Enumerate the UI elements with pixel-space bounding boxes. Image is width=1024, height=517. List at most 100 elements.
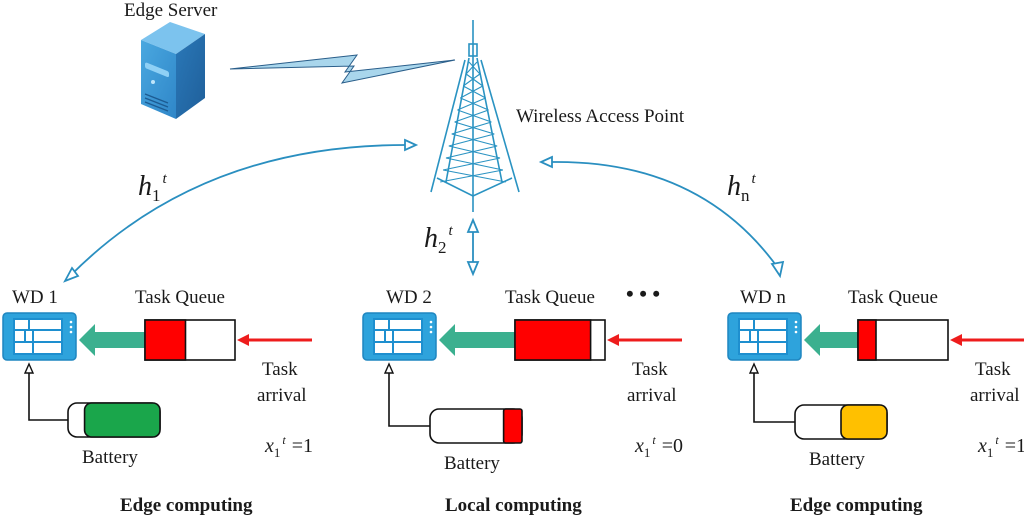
battery-icon — [794, 404, 888, 440]
offload-arrow-icon — [804, 324, 858, 356]
task-queue-fill — [144, 319, 187, 361]
battery-icon — [67, 402, 161, 438]
tablet-dot — [429, 325, 433, 329]
tablet-device-icon — [2, 312, 77, 361]
channel-label-n: hnt — [727, 171, 757, 205]
arrowhead-icon — [538, 155, 553, 169]
arrowhead-icon — [237, 334, 249, 346]
battery-level — [83, 402, 161, 438]
task-arrival-label: Task — [262, 359, 298, 380]
tablet-tile — [751, 331, 757, 341]
battery-level — [840, 404, 888, 440]
arrowhead-icon — [607, 334, 619, 346]
arrowhead-icon — [383, 362, 395, 374]
more-devices-ellipsis: • • • — [626, 281, 660, 306]
offload-decision: x1t=1 — [264, 433, 313, 460]
tablet-tile — [740, 343, 757, 353]
arrowhead-icon — [466, 261, 480, 277]
tablet-tile — [755, 320, 786, 329]
tower-brace — [460, 85, 484, 99]
tower-brace — [465, 61, 478, 75]
battery-icon — [429, 408, 523, 444]
task-queue-fill — [857, 319, 877, 361]
device-name: WD 2 — [386, 287, 432, 308]
tablet-dot — [69, 325, 73, 329]
server-icon — [141, 22, 205, 119]
tower-brace — [448, 133, 495, 147]
task-queue — [857, 319, 949, 361]
battery-connector — [388, 372, 430, 427]
tablet-tile — [740, 331, 749, 341]
tablet-dot — [794, 325, 798, 329]
offload-arrow-icon — [439, 324, 515, 356]
tablet-dot — [69, 330, 73, 334]
tower-brace — [457, 109, 492, 123]
channel-link-1 — [69, 144, 406, 277]
arrowhead-icon — [748, 362, 760, 374]
tablet-dot — [794, 320, 798, 324]
tablet-tile — [26, 331, 32, 341]
tower-brace — [440, 169, 504, 183]
tower-brace — [465, 73, 484, 87]
task-arrival-label: arrival — [970, 385, 1020, 406]
access-point-label: Wireless Access Point — [516, 106, 685, 127]
tablet-tile — [34, 343, 61, 353]
wireless-backhaul-bolt — [229, 54, 456, 84]
device-name: WD 1 — [12, 287, 58, 308]
tablet-dot — [429, 320, 433, 324]
tablet-tile — [15, 343, 32, 353]
task-queue-label: Task Queue — [848, 287, 938, 308]
tablet-device-icon — [727, 312, 802, 361]
tower-brace — [454, 109, 489, 123]
task-arrival-label: Task — [632, 359, 668, 380]
tablet-tile — [386, 331, 392, 341]
tablet-tile — [394, 343, 421, 353]
tablet-dot — [429, 330, 433, 334]
task-arrival-label: Task — [975, 359, 1011, 380]
tower-brace — [462, 73, 481, 87]
tablet-tile — [34, 331, 61, 341]
arrowhead-icon — [63, 266, 80, 283]
arrowhead-icon — [404, 138, 419, 152]
tablet-tile — [375, 343, 392, 353]
task-queue — [514, 319, 606, 361]
tower-brace — [457, 97, 486, 111]
task-queue-label: Task Queue — [135, 287, 225, 308]
task-queue-fill — [514, 319, 592, 361]
battery-connector — [28, 372, 68, 421]
tower-brace — [462, 85, 486, 99]
tablet-tile — [390, 320, 421, 329]
tablet-tile — [394, 331, 421, 341]
arrowhead-icon — [950, 334, 962, 346]
tower-brace — [454, 121, 495, 135]
tablet-tile — [15, 331, 24, 341]
offload-decision: x1t=0 — [634, 433, 683, 460]
tower-brace — [448, 145, 501, 159]
tablet-tile — [30, 320, 61, 329]
offload-decision: x1t=1 — [977, 433, 1024, 460]
tower-brace — [468, 61, 481, 75]
arrowhead-icon — [23, 362, 35, 374]
access-point-tower-icon — [430, 20, 520, 212]
computing-mode-label: Local computing — [445, 495, 582, 516]
task-arrival-label: arrival — [627, 385, 677, 406]
task-arrival-label: arrival — [257, 385, 307, 406]
channel-label-1: h1t — [138, 171, 168, 205]
task-queue — [144, 319, 236, 361]
tablet-tile — [375, 331, 384, 341]
tower-brace — [445, 145, 498, 159]
device-name: WD n — [740, 287, 786, 308]
battery-level — [502, 408, 523, 444]
offload-arrow-icon — [79, 324, 145, 356]
tower-brace — [451, 121, 492, 135]
tablet-dot — [69, 320, 73, 324]
computing-mode-label: Edge computing — [120, 495, 253, 516]
tablet-tile — [759, 331, 786, 341]
tablet-dot — [794, 330, 798, 334]
arrowhead-icon — [466, 217, 480, 233]
battery-label: Battery — [82, 447, 138, 468]
arrowhead-icon — [770, 260, 785, 279]
